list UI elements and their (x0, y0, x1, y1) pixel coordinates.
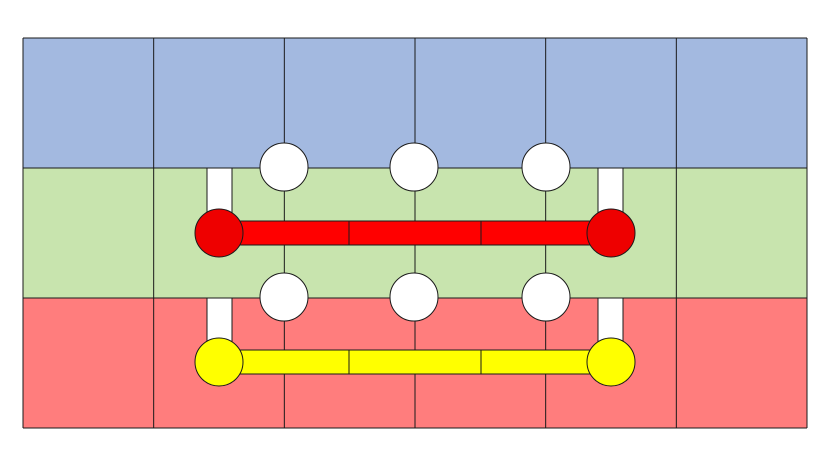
upper-node-row-node-1 (389, 142, 439, 192)
upper-node-row-node-0 (259, 142, 309, 192)
red-bar-left-end (194, 208, 244, 258)
yellow-bar-segment-1 (348, 349, 482, 375)
bars-layer (194, 208, 636, 387)
lower-node-row-node-2 (521, 272, 571, 322)
yellow-bar-right-end (586, 337, 636, 387)
red-bar-segment-1 (348, 220, 482, 246)
red-bar-right-end (586, 208, 636, 258)
lower-node-row-node-1 (389, 272, 439, 322)
yellow-bar-left-end (194, 337, 244, 387)
nodes-layer (259, 142, 571, 322)
upper-node-row-node-2 (521, 142, 571, 192)
lower-node-row-node-0 (259, 272, 309, 322)
